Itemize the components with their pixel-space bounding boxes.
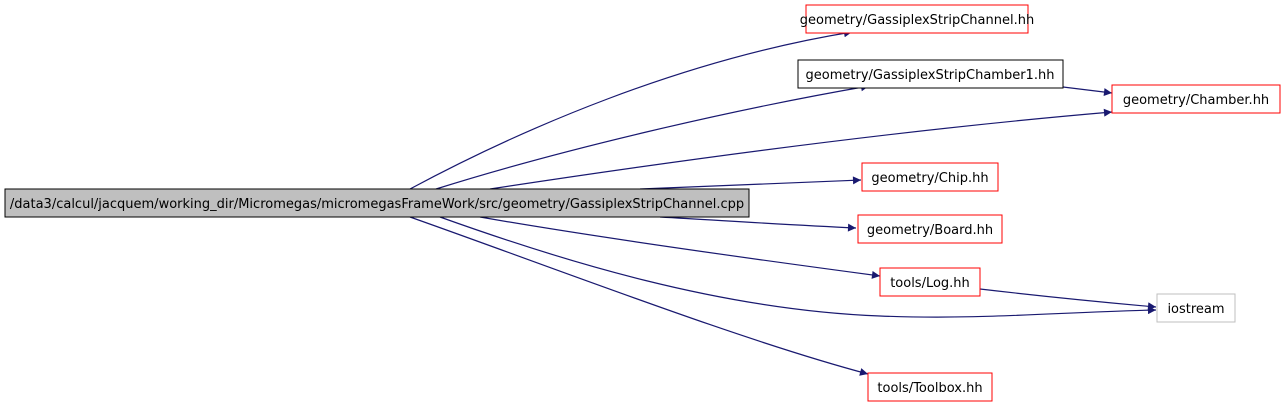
- node-label: tools/Toolbox.hh: [877, 381, 982, 396]
- node-box: [857, 214, 1003, 244]
- node-label: geometry/Chamber.hh: [1123, 93, 1269, 108]
- node-label: geometry/Chip.hh: [871, 171, 988, 186]
- edge-gassiplexstripchamber1-hh-to-chamber-hh: [1062, 86, 1113, 97]
- node-box: [1111, 84, 1281, 114]
- node-box: [861, 162, 999, 192]
- node-box: [805, 4, 1029, 34]
- node-label: geometry/GassiplexStripChamber1.hh: [806, 68, 1055, 83]
- node-label: geometry/Board.hh: [867, 223, 993, 238]
- header-node-iostream[interactable]: iostream: [1156, 293, 1236, 323]
- edge-source-to-chip-hh: [639, 176, 862, 190]
- edge-source-to-board-hh: [659, 216, 857, 232]
- node-box: [797, 59, 1064, 89]
- edge-source-to-toolbox-hh: [409, 216, 869, 376]
- edge-source-to-log-hh: [479, 216, 881, 279]
- node-label: geometry/GassiplexStripChannel.hh: [800, 13, 1034, 28]
- node-label: iostream: [1167, 302, 1224, 317]
- edge-source-to-chamber-hh: [489, 108, 1113, 190]
- header-node-board-hh[interactable]: geometry/Board.hh: [857, 214, 1003, 244]
- edge-source-to-gassiplexstripchannel-hh: [409, 29, 853, 190]
- source-file-box: [4, 188, 750, 218]
- source-file-label: /data3/calcul/jacquem/working_dir/Microm…: [10, 197, 744, 212]
- header-node-gassiplexstripchannel-hh[interactable]: geometry/GassiplexStripChannel.hh: [800, 4, 1034, 34]
- node-box: [1156, 293, 1236, 323]
- header-node-log-hh[interactable]: tools/Log.hh: [879, 267, 981, 297]
- node-box: [867, 372, 993, 402]
- node-label: tools/Log.hh: [890, 276, 970, 291]
- node-box: [879, 267, 981, 297]
- edge-source-to-iostream: [439, 216, 1157, 318]
- edge-source-to-gassiplexstripchamber1-hh: [435, 83, 870, 190]
- source-file-node[interactable]: /data3/calcul/jacquem/working_dir/Microm…: [4, 188, 750, 218]
- header-node-toolbox-hh[interactable]: tools/Toolbox.hh: [867, 372, 993, 402]
- header-node-chip-hh[interactable]: geometry/Chip.hh: [861, 162, 999, 192]
- edges: [409, 29, 1157, 376]
- header-node-chamber-hh[interactable]: geometry/Chamber.hh: [1111, 84, 1281, 114]
- edge-log-hh-to-iostream: [979, 288, 1157, 311]
- header-node-gassiplexstripchamber1-hh[interactable]: geometry/GassiplexStripChamber1.hh: [797, 59, 1064, 89]
